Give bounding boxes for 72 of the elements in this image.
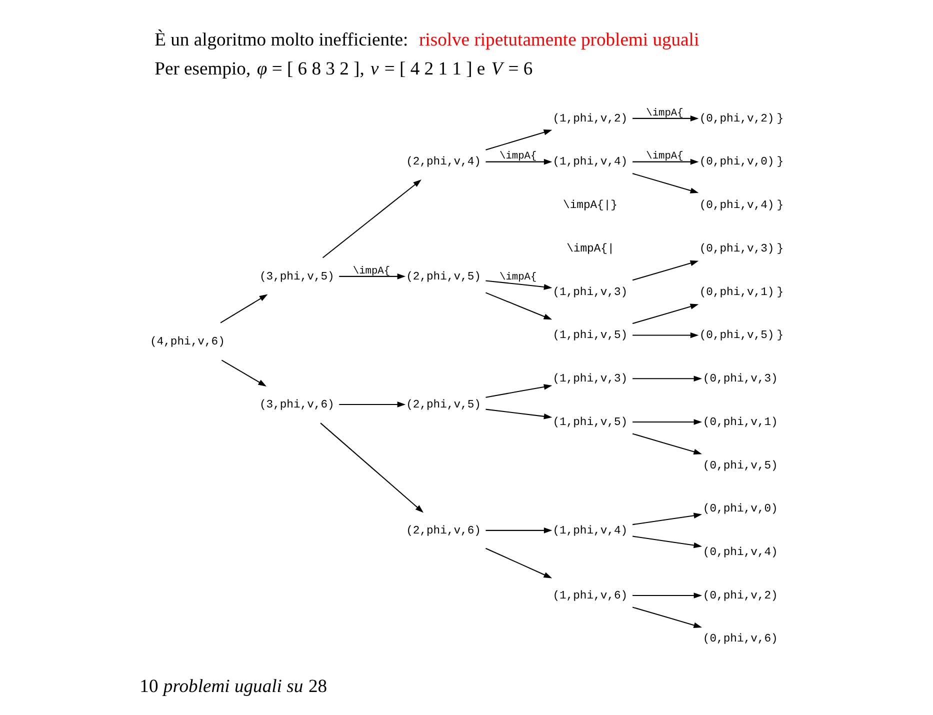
arrow xyxy=(632,606,702,628)
arrow xyxy=(485,129,552,150)
node-text: (1,phi,v,5) xyxy=(552,330,628,342)
node-text: (1,phi,v,3) xyxy=(552,373,628,386)
arrow xyxy=(632,432,702,454)
edge-label: \impA{ xyxy=(646,106,683,119)
node-text: (4,phi,v,6) xyxy=(150,336,224,348)
node-text: (1,phi,v,4) xyxy=(552,524,628,537)
arrow xyxy=(338,273,406,279)
node-text: (0,phi,v,3) xyxy=(698,242,774,255)
node-text: (0,phi,v,4) xyxy=(698,200,774,212)
node-text: (0,phi,v,2) xyxy=(702,590,778,602)
label: È un algoritmo molto inefficiente: xyxy=(154,29,408,50)
node-text: (0,phi,v,6) xyxy=(702,633,778,646)
node-text: (0,phi,v,5) xyxy=(698,330,774,342)
node-text: (0,phi,v,0) xyxy=(698,156,774,168)
node-text: (1,phi,v,2) xyxy=(552,112,628,125)
node-label: } xyxy=(776,242,784,255)
label: \impA{|} xyxy=(562,200,617,212)
arrow xyxy=(485,408,552,419)
arrow xyxy=(320,422,424,512)
node-label: } xyxy=(776,286,784,298)
arrow xyxy=(632,512,702,525)
arrow xyxy=(485,384,552,398)
edge-label: \impA{ xyxy=(352,264,390,277)
arrow xyxy=(485,527,552,533)
arrow xyxy=(632,332,698,338)
node-text: (0,phi,v,1) xyxy=(698,286,774,298)
arrow xyxy=(220,294,268,323)
node-text: (2,phi,v,4) xyxy=(406,156,480,168)
edge-label: \impA{ xyxy=(499,271,536,284)
node-text: (2,phi,v,5) xyxy=(406,270,480,283)
node-text: (0,phi,v,3) xyxy=(702,373,778,386)
node-text: (3,phi,v,5) xyxy=(258,270,334,283)
arrow xyxy=(322,179,421,258)
arrow xyxy=(485,280,552,290)
node-label: } xyxy=(776,200,784,212)
arrow xyxy=(485,547,552,578)
node-text: (1,phi,v,3) xyxy=(552,286,628,298)
arrow xyxy=(632,592,702,598)
node-text: (2,phi,v,6) xyxy=(406,524,480,537)
node-text: (1,phi,v,6) xyxy=(552,590,628,602)
arrow xyxy=(632,535,702,548)
node-text: (0,phi,v,1) xyxy=(702,416,778,428)
node-text: (0,phi,v,0) xyxy=(702,503,778,516)
label: \impA{| xyxy=(566,242,614,255)
arrow xyxy=(632,375,702,382)
node-text: (3,phi,v,6) xyxy=(258,398,334,411)
arrow xyxy=(485,292,552,320)
edge-label: \impA{ xyxy=(499,150,536,162)
node-label: } xyxy=(776,330,784,342)
arrow xyxy=(632,260,698,280)
arrow xyxy=(485,158,552,164)
node-text: (0,phi,v,5) xyxy=(702,460,778,472)
arrow xyxy=(632,158,698,164)
arrow xyxy=(338,401,406,407)
node-label: } xyxy=(776,156,784,168)
node-label: } xyxy=(776,112,784,125)
arrow xyxy=(220,359,266,386)
caption: 10 problemi uguali su 28 xyxy=(139,675,327,696)
arrow xyxy=(632,172,698,193)
arrow xyxy=(632,303,698,324)
node-text: (1,phi,v,4) xyxy=(552,156,628,168)
node-text: (2,phi,v,5) xyxy=(406,398,480,411)
edge-label: \impA{ xyxy=(646,150,683,162)
node-text: (1,phi,v,5) xyxy=(552,416,628,428)
label: risolve ripetutamente problemi uguali xyxy=(418,29,699,50)
arrow xyxy=(632,418,702,424)
arrow xyxy=(632,115,698,121)
node-text: (0,phi,v,4) xyxy=(702,546,778,559)
node-text: (0,phi,v,2) xyxy=(698,112,774,125)
label: Per esempio, φ = [ 6 8 3 2 ], v = [ 4 2 1 1 ] e V = 6 xyxy=(154,58,532,79)
